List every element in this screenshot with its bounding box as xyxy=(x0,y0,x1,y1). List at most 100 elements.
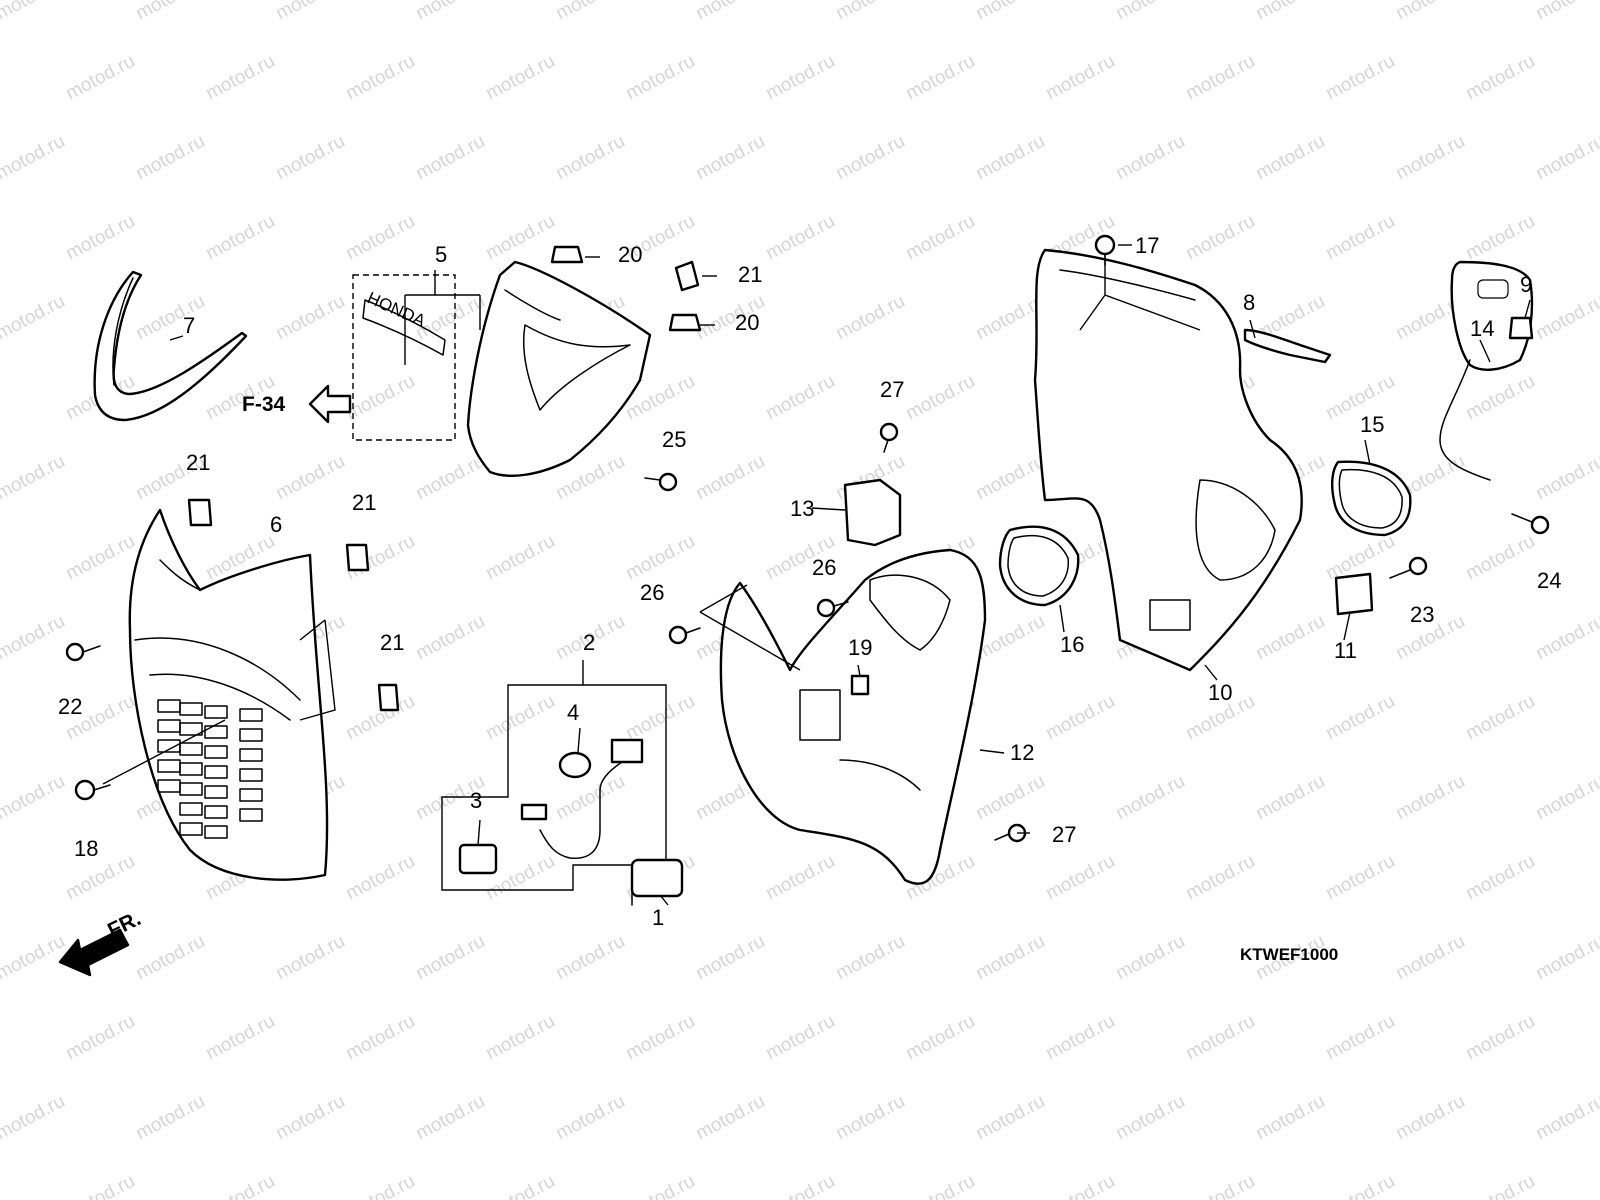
watermark-text: motod.ru xyxy=(0,931,69,985)
grille-slot xyxy=(239,708,263,722)
callout-17[interactable]: 17 xyxy=(1135,233,1159,258)
callout-24[interactable]: 24 xyxy=(1537,568,1561,593)
callout-11[interactable]: 11 xyxy=(1334,638,1357,663)
watermark-text: motod.ru xyxy=(342,1171,418,1200)
part-14-lid[interactable] xyxy=(1439,260,1534,481)
watermark-text: motod.ru xyxy=(972,931,1048,985)
watermark-text: motod.ru xyxy=(972,451,1048,505)
watermark-text: motod.ru xyxy=(762,851,838,905)
leader-lines xyxy=(102,255,1531,906)
callout-7[interactable]: 7 xyxy=(183,313,195,338)
part-15-seal[interactable] xyxy=(1330,460,1412,537)
callout-1[interactable]: 1 xyxy=(652,905,664,930)
callout-21c[interactable]: 21 xyxy=(352,490,376,515)
callout-22[interactable]: 22 xyxy=(58,694,82,719)
callout-14[interactable]: 14 xyxy=(1470,316,1494,341)
watermark-text: motod.ru xyxy=(1252,0,1328,24)
watermark-text: motod.ru xyxy=(412,931,488,985)
part-6-front-lower-cover[interactable] xyxy=(128,508,329,881)
watermark-text: motod.ru xyxy=(622,1171,698,1200)
part-13-lid[interactable] xyxy=(843,478,902,547)
part-16-seal[interactable] xyxy=(998,525,1080,607)
callout-12[interactable]: 12 xyxy=(1010,740,1034,765)
callout-19[interactable]: 19 xyxy=(848,635,872,660)
part-12-inner-cover[interactable] xyxy=(719,548,987,885)
part-21c-clip[interactable] xyxy=(345,543,370,572)
callout-25[interactable]: 25 xyxy=(662,427,686,452)
callout-10[interactable]: 10 xyxy=(1208,680,1232,705)
callout-13[interactable]: 13 xyxy=(790,496,814,521)
grille-slot xyxy=(179,802,203,816)
part-22-bolt[interactable] xyxy=(65,642,101,662)
part-24-screw[interactable] xyxy=(1511,513,1550,535)
callout-8[interactable]: 8 xyxy=(1243,290,1255,315)
part-21d-clip[interactable] xyxy=(377,683,400,712)
callout-18[interactable]: 18 xyxy=(74,836,98,861)
part-18-bolt[interactable] xyxy=(74,779,111,801)
part-5-front-top-cover[interactable] xyxy=(466,260,652,477)
part-8-bracket[interactable] xyxy=(1243,328,1332,364)
callout-21b[interactable]: 21 xyxy=(186,450,210,475)
callout-20a[interactable]: 20 xyxy=(618,242,642,267)
grille-slot xyxy=(179,722,203,736)
callout-27b[interactable]: 27 xyxy=(1052,822,1076,847)
watermark-text: motod.ru xyxy=(1112,1091,1188,1145)
watermark-text: motod.ru xyxy=(482,691,558,745)
watermark-text: motod.ru xyxy=(482,1171,558,1200)
callout-21d[interactable]: 21 xyxy=(380,630,404,655)
callout-16[interactable]: 16 xyxy=(1060,632,1084,657)
watermark-text: motod.ru xyxy=(972,771,1048,825)
watermark-text: motod.ru xyxy=(412,611,488,665)
watermark-text: motod.ru xyxy=(1112,131,1188,185)
part-27a-screw[interactable] xyxy=(879,422,899,453)
part-9-clip[interactable] xyxy=(1508,316,1534,340)
watermark-text: motod.ru xyxy=(832,1091,908,1145)
callout-9[interactable]: 9 xyxy=(1520,272,1532,297)
callout-3[interactable]: 3 xyxy=(470,788,482,813)
watermark-text: motod.ru xyxy=(692,0,768,24)
callout-6[interactable]: 6 xyxy=(270,512,282,537)
callout-5[interactable]: 5 xyxy=(435,242,447,267)
callout-26b[interactable]: 26 xyxy=(812,555,836,580)
callout-numbers: 1234567891011121314151617181920202121212… xyxy=(58,233,1561,930)
callout-27a[interactable]: 27 xyxy=(880,377,904,402)
watermark-text: motod.ru xyxy=(552,131,628,185)
part-23-bolt[interactable] xyxy=(1389,556,1428,579)
watermark-text: motod.ru xyxy=(762,1011,838,1065)
watermark-text: motod.ru xyxy=(552,0,628,24)
callout-26a[interactable]: 26 xyxy=(640,580,664,605)
grille-slot xyxy=(204,705,228,719)
watermark-text: motod.ru xyxy=(0,291,69,345)
part-26a-screw[interactable] xyxy=(668,625,701,645)
part-19-clip[interactable] xyxy=(850,674,870,696)
watermark-text: motod.ru xyxy=(1182,211,1258,265)
watermark-text: motod.ru xyxy=(1182,851,1258,905)
grille-slot xyxy=(204,765,228,779)
callout-2[interactable]: 2 xyxy=(583,630,595,655)
watermark-text: motod.ru xyxy=(552,771,628,825)
callout-23[interactable]: 23 xyxy=(1410,602,1434,627)
callout-20b[interactable]: 20 xyxy=(735,310,759,335)
part-10-inner-cover-upper[interactable] xyxy=(1033,248,1303,672)
part-20b-clip-nut[interactable] xyxy=(668,313,702,332)
watermark-text: motod.ru xyxy=(1462,1011,1538,1065)
watermark-text: motod.ru xyxy=(1532,451,1600,505)
part-21a-clip[interactable] xyxy=(674,260,700,292)
grille-slot xyxy=(179,702,203,716)
part-2-socket-assembly[interactable] xyxy=(441,660,684,906)
part-11-pad[interactable] xyxy=(1334,572,1374,616)
part-21b-clip[interactable] xyxy=(187,498,213,527)
callout-15[interactable]: 15 xyxy=(1360,412,1384,437)
callout-21a[interactable]: 21 xyxy=(738,262,762,287)
part-26b-screw[interactable] xyxy=(816,598,849,618)
watermark-text: motod.ru xyxy=(482,1011,558,1065)
watermark-text: motod.ru xyxy=(342,1011,418,1065)
callout-4[interactable]: 4 xyxy=(567,700,579,725)
watermark-text: motod.ru xyxy=(1462,211,1538,265)
part-20a-clip-nut[interactable] xyxy=(550,245,584,264)
grille-slot xyxy=(179,742,203,756)
watermark-text: motod.ru xyxy=(1462,371,1538,425)
part-25-screw[interactable] xyxy=(644,472,678,492)
watermark-text: motod.ru xyxy=(1462,531,1538,585)
part-7-garnish[interactable] xyxy=(93,270,248,422)
